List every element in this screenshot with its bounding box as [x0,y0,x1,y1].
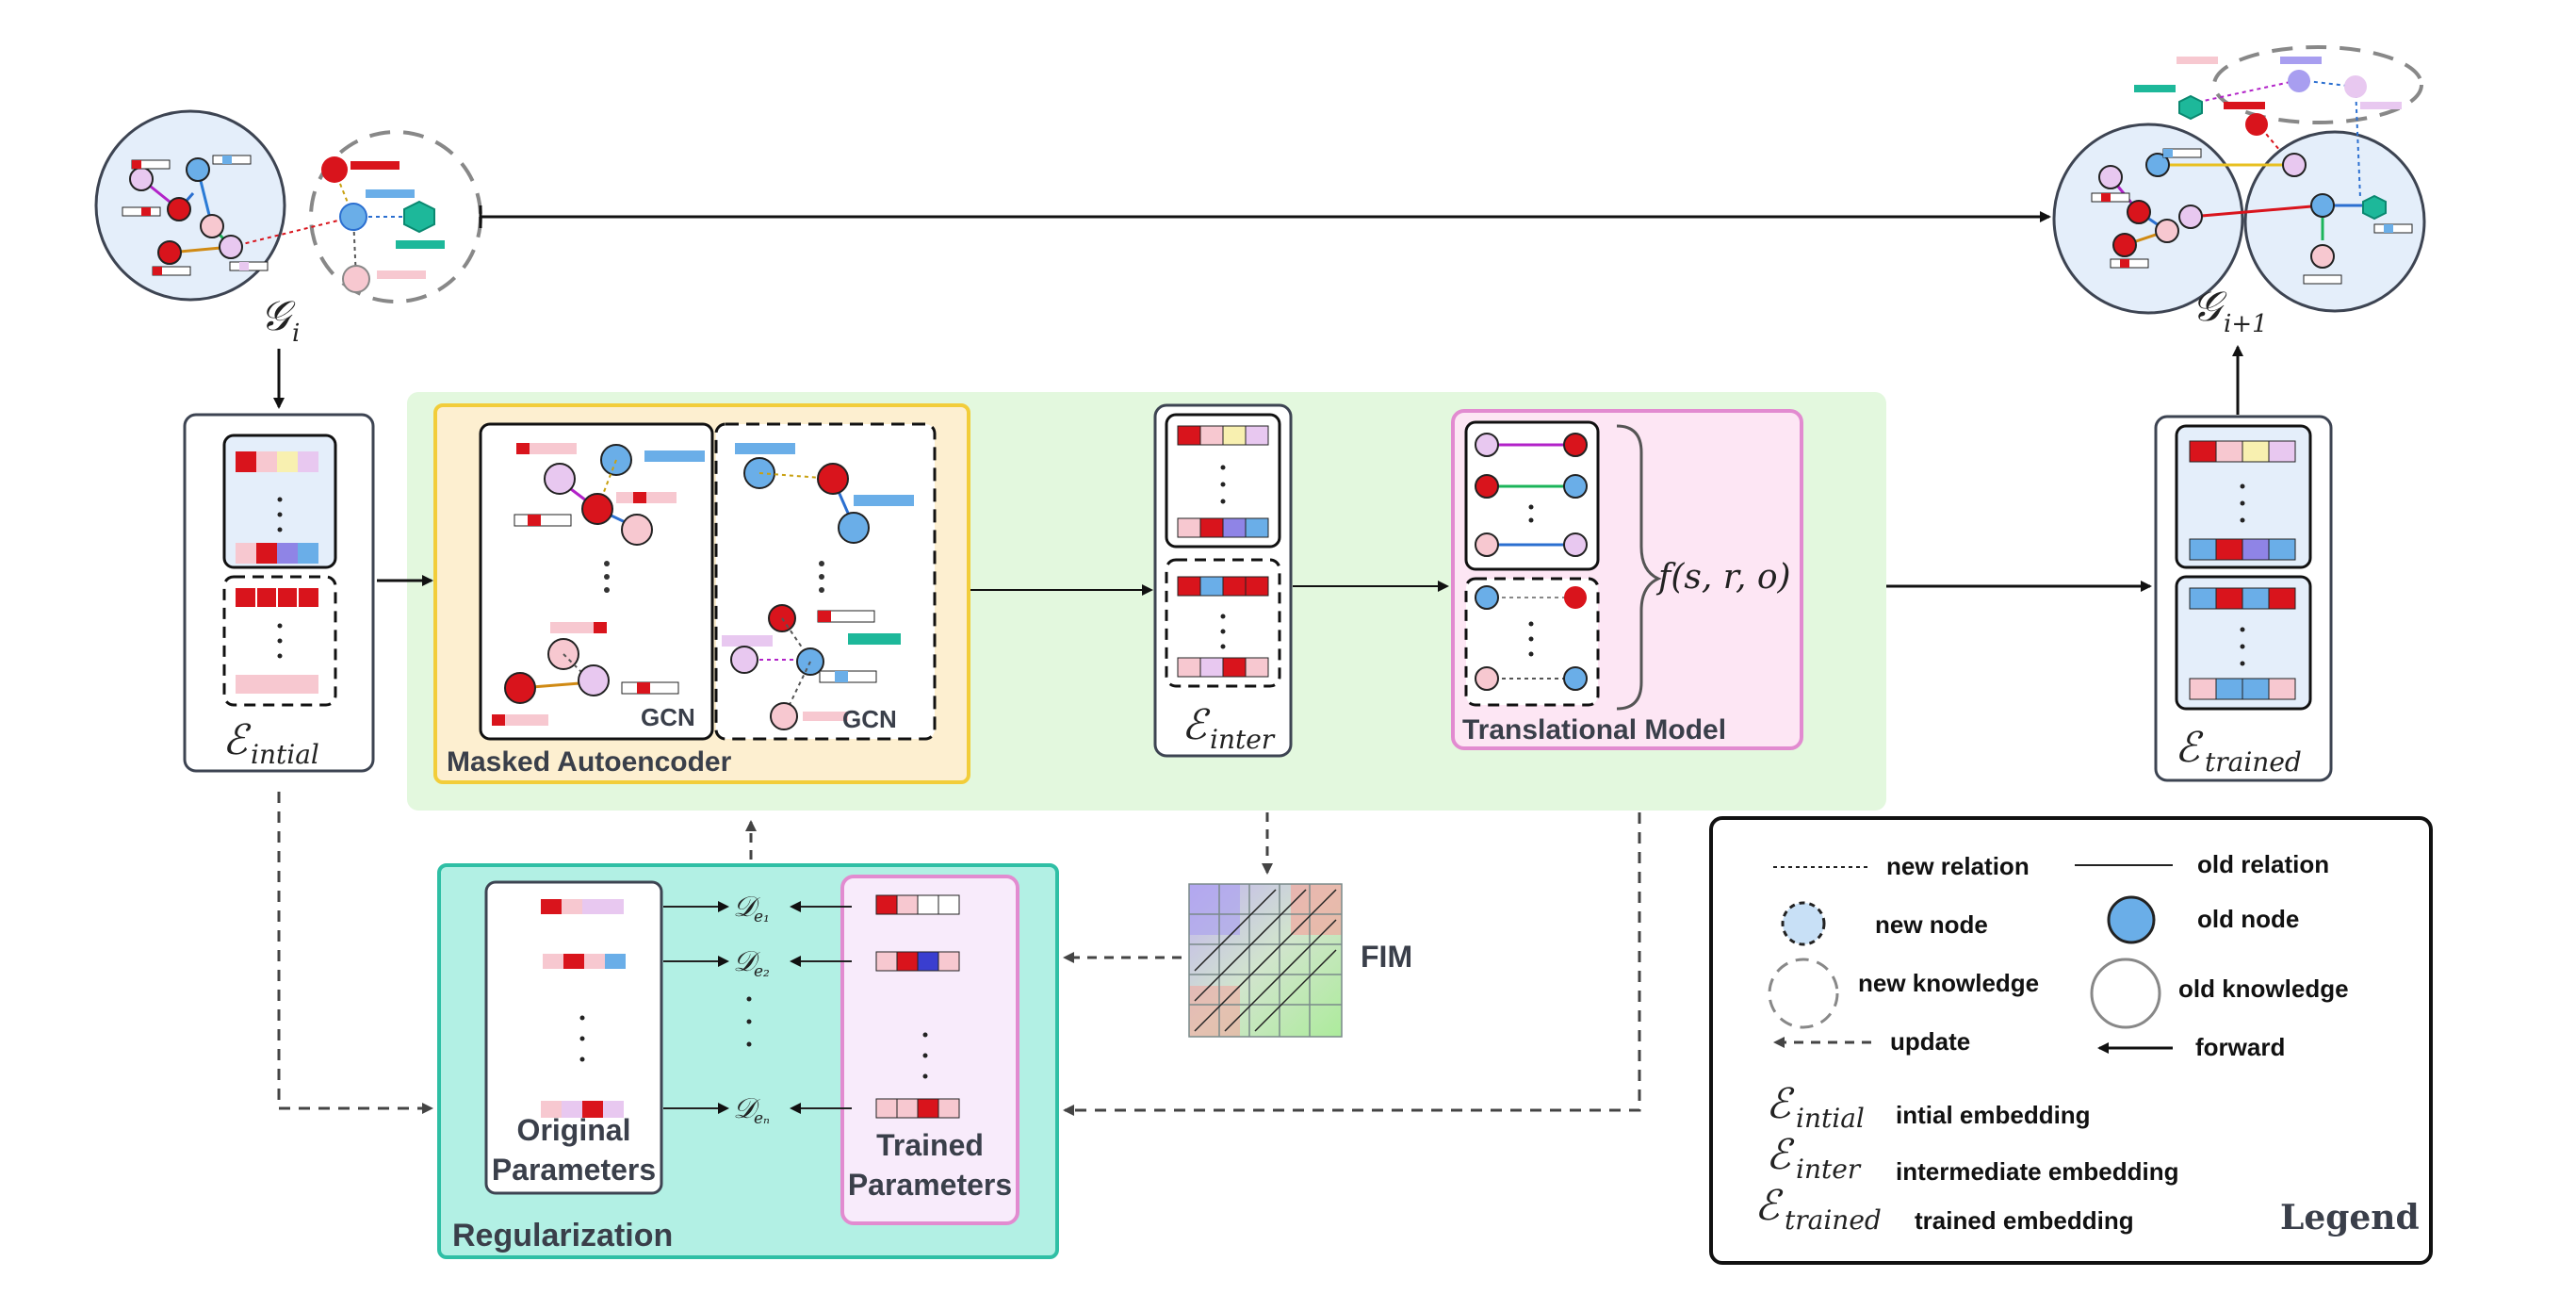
masked-autoencoder-label: Masked Autoencoder [447,746,732,778]
legend-initial-sub: intial [1796,1103,1865,1134]
g-next-symbol: 𝒢 [2192,283,2227,331]
gcn-left-label: GCN [641,703,695,731]
initial-subscript: intial [251,739,319,770]
trained-parameters-line2: Parameters [848,1168,1012,1202]
inter-symbol: ℰ [1182,701,1211,749]
new-knowledge-region-next [2212,45,2423,124]
legend-box [1709,816,2433,1265]
legend-initial-symbol: ℰ [1766,1080,1795,1128]
legend-inter-symbol: ℰ [1766,1131,1795,1179]
d-en-subscript: eₙ [754,1109,770,1128]
legend-update: update [1890,1027,1970,1056]
legend-inter-desc: intermediate embedding [1896,1157,2179,1186]
original-parameters-line1: Original [517,1113,631,1147]
trained-symbol: ℰ [2175,724,2204,772]
legend-trained-sub: trained [1785,1204,1882,1236]
legend-initial-desc: intial embedding [1896,1101,2091,1129]
legend-old-node: old node [2197,905,2299,933]
graph-g-i [94,109,482,303]
legend-new-knowledge: new knowledge [1858,969,2039,997]
legend-new-node: new node [1875,910,1988,939]
d-e1-subscript: e₁ [754,908,770,926]
new-node-icon [1781,901,1826,946]
trained-subscript: trained [2205,746,2302,778]
gcn-right-label: GCN [842,705,897,733]
legend-title: Legend [2280,1198,2420,1237]
legend-old-relation: old relation [2197,850,2329,878]
original-parameters-line2: Parameters [492,1153,656,1187]
legend-trained-desc: trained embedding [1915,1206,2134,1235]
fim-label: FIM [1361,940,1412,974]
trained-parameters-line1: Trained [876,1128,984,1162]
new-knowledge-icon [1768,958,1839,1029]
inter-subscript: inter [1210,724,1276,755]
legend-old-knowledge: old knowledge [2178,975,2349,1003]
g-i-symbol: 𝒢 [260,292,296,340]
g-next-subscript: i+1 [2224,310,2268,338]
legend-forward: forward [2195,1033,2285,1061]
translational-model-label: Translational Model [1462,714,1726,745]
old-node-icon [2107,895,2156,944]
legend-new-relation: new relation [1886,852,2030,880]
d-e2-subscript: e₂ [754,962,770,981]
fim-matrix [1188,883,1343,1038]
initial-symbol: ℰ [222,716,252,764]
legend-inter-sub: inter [1796,1154,1862,1185]
old-knowledge-icon [2090,958,2161,1029]
distance-terms [663,901,852,1114]
score-function: f(s, r, o) [1655,558,1791,597]
graph-g-next [2052,45,2426,315]
regularization-label: Regularization [452,1218,673,1253]
g-i-subscript: i [292,319,300,348]
legend-trained-symbol: ℰ [1754,1182,1784,1230]
